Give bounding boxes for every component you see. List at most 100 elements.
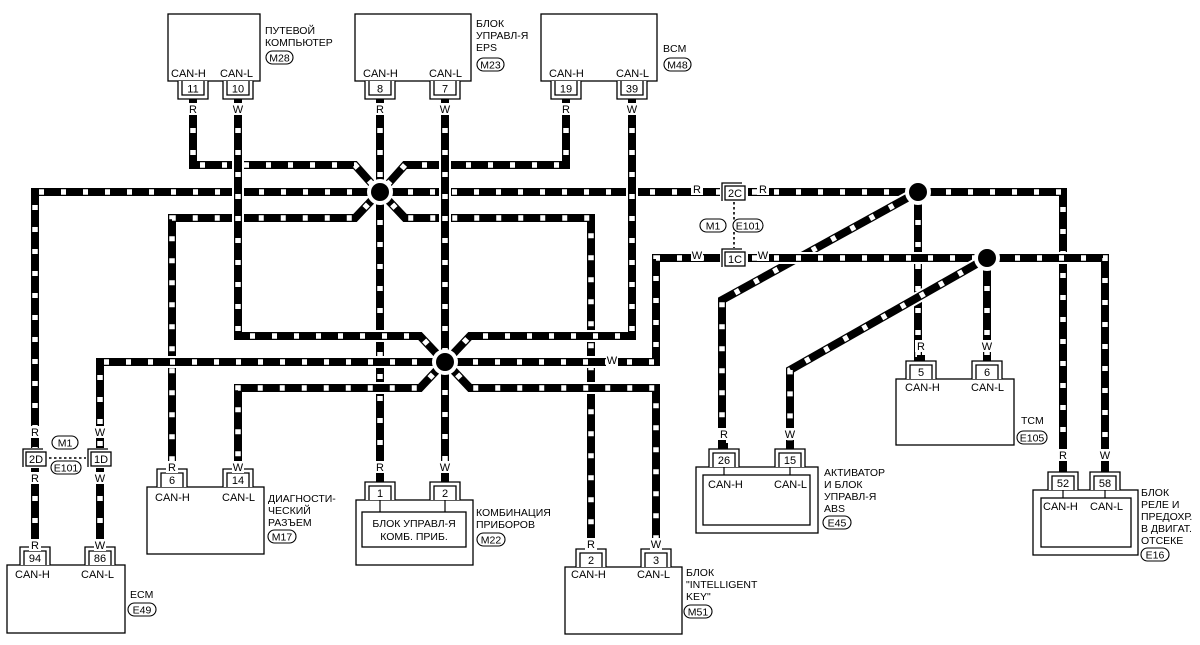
pin-number: 94: [29, 553, 41, 565]
wire-color-label: R: [587, 539, 595, 551]
wire-ipdm-can-l[interactable]: [987, 252, 1111, 480]
pin-number: 15: [784, 455, 796, 467]
label-bg: [1057, 449, 1069, 461]
label-bg: [915, 340, 927, 352]
label-bg: [718, 428, 730, 440]
unit-intelligent-key[interactable]: CAN-H CAN-L БЛОК "INTELLIGENT KEY" M51: [564, 566, 758, 635]
wire-color-label: W: [1100, 450, 1111, 462]
wire-color-label: R: [168, 462, 176, 474]
wire-color-label: R: [720, 429, 728, 441]
wire-ecm-can-l-upper[interactable]: [94, 356, 445, 448]
wire-color-label: W: [758, 250, 769, 262]
unit-ipdm[interactable]: CAN-H CAN-L БЛОК РЕЛЕ И ПРЕДОХР. В ДВИГА…: [1032, 487, 1192, 562]
wire-color-label: W: [607, 355, 618, 367]
unit-eps[interactable]: CAN-H CAN-L БЛОК УПРАВЛ-Я EPS M23: [354, 13, 528, 82]
label-bg: [166, 461, 178, 473]
unit-name-line: EPS: [476, 42, 497, 54]
joint-pin-label: 2C: [728, 188, 742, 200]
wire-color-label: W: [233, 104, 244, 116]
wire-color-label: R: [31, 473, 39, 485]
wire-to-joint-1c-left[interactable]: [445, 252, 722, 368]
connector-badge: M22: [476, 532, 506, 547]
unit-name-line: ПРИБОРОВ: [476, 519, 535, 531]
unit-trip-computer[interactable]: CAN-H CAN-L ПУТЕВОЙ КОМПЬЮТЕР M28: [167, 13, 333, 82]
jpin-box: [724, 251, 746, 267]
pin-socket: [644, 552, 668, 567]
unit-name-line: БЛОК: [686, 567, 715, 579]
inner-module-label: КОМБ. ПРИБ.: [380, 531, 448, 543]
unit-name-line: ПУТЕВОЙ: [265, 24, 315, 37]
unit-name-line: БЛОК: [1141, 487, 1170, 499]
inner-module-box: [702, 474, 811, 526]
signal-label-can-h: CAN-H: [571, 569, 606, 581]
wire-abs-can-h[interactable]: [716, 186, 921, 457]
signal-label-can-l: CAN-L: [1090, 501, 1123, 513]
label-bg: [585, 538, 597, 550]
unit-bcm[interactable]: CAN-H CAN-L BCM M48: [540, 13, 692, 82]
connector-id: E105: [1020, 433, 1045, 445]
joint-pin[interactable]: 2C: [720, 182, 748, 202]
wire-m17-can-h[interactable]: [166, 195, 377, 478]
wire-ipdm-can-h[interactable]: [918, 186, 1069, 480]
unit-tcm[interactable]: CAN-H CAN-L TCM E105: [895, 378, 1048, 446]
wire-stripe: [787, 255, 989, 457]
wire-stripe: [235, 100, 439, 356]
label-bg: [1099, 449, 1111, 461]
pin-terminal: 5: [905, 355, 937, 379]
wire-m51-can-l[interactable]: [448, 365, 662, 557]
unit-name-line: И БЛОК: [824, 479, 863, 491]
connector-id: M48: [667, 60, 688, 72]
unit-diagnostic-connector[interactable]: CAN-H CAN-L ДИАГНОСТИ- ЧЕСКИЙ РАЗЪЕМ M17: [146, 486, 336, 555]
unit-name-line: БЛОК: [476, 18, 505, 30]
label-bg: [29, 539, 41, 551]
joint-connector-lower[interactable]: M1 E101: [44, 435, 88, 475]
joint-pin[interactable]: 1D: [86, 448, 114, 468]
signal-label-can-h: CAN-H: [549, 68, 584, 80]
wire-m28-can-h[interactable]: [187, 100, 377, 189]
pin-socket: [181, 81, 205, 96]
connector-id: M23: [480, 60, 501, 72]
wire-stripe: [987, 255, 1108, 480]
pin-number: 1: [377, 488, 383, 500]
pin-number: 58: [1099, 478, 1111, 490]
connector-badge: M1: [699, 218, 727, 233]
connector-badge: M48: [663, 57, 692, 72]
wire-ecm-can-h-upper[interactable]: [29, 186, 380, 448]
pin-stub: [917, 355, 925, 361]
pin-socket: [712, 452, 736, 467]
label-bg: [981, 340, 993, 352]
connector-badge: E49: [127, 602, 157, 617]
pin-number: 14: [232, 475, 244, 487]
wire-m28-can-l[interactable]: [232, 100, 442, 359]
wire-bcm-can-l[interactable]: [448, 100, 638, 359]
wire-bcm-can-h[interactable]: [383, 100, 572, 189]
inner-module-box: [1040, 497, 1132, 548]
connector-badge: E101: [50, 460, 82, 475]
pin-terminal: 15: [774, 443, 806, 467]
unit-combination-meter[interactable]: БЛОК УПРАВЛ-Я КОМБ. ПРИБ. КОМБИНАЦИЯ ПРИ…: [355, 499, 551, 566]
pin-number: 7: [442, 84, 448, 96]
joint-pin[interactable]: 1C: [720, 248, 748, 268]
pin-number: 6: [169, 475, 175, 487]
pin-socket: [579, 552, 603, 567]
pin-stub: [1059, 466, 1067, 472]
unit-ecm[interactable]: CAN-H CAN-L ECM E49: [6, 564, 157, 634]
wire-core: [445, 254, 722, 366]
wire-stripe: [190, 100, 375, 186]
label-bg: [29, 426, 41, 438]
wire-color-label: W: [233, 462, 244, 474]
wire-stripe: [97, 359, 445, 448]
joint-pin[interactable]: 2D: [21, 448, 49, 468]
connector-id: E101: [54, 463, 79, 475]
pin-number: 5: [918, 367, 924, 379]
pin-number: 6: [984, 367, 990, 379]
wire-color-label: R: [693, 184, 701, 196]
label-bg: [439, 461, 451, 473]
unit-name-line: РАЗЪЕМ: [268, 517, 312, 529]
joint-connector-upper[interactable]: M1 E101: [699, 202, 764, 250]
unit-abs-actuator[interactable]: CAN-H CAN-L АКТИВАТОР И БЛОК УПРАВЛ-Я AB…: [695, 466, 885, 534]
wire-m17-can-l[interactable]: [232, 365, 442, 478]
jpin-bracket: [721, 182, 742, 201]
